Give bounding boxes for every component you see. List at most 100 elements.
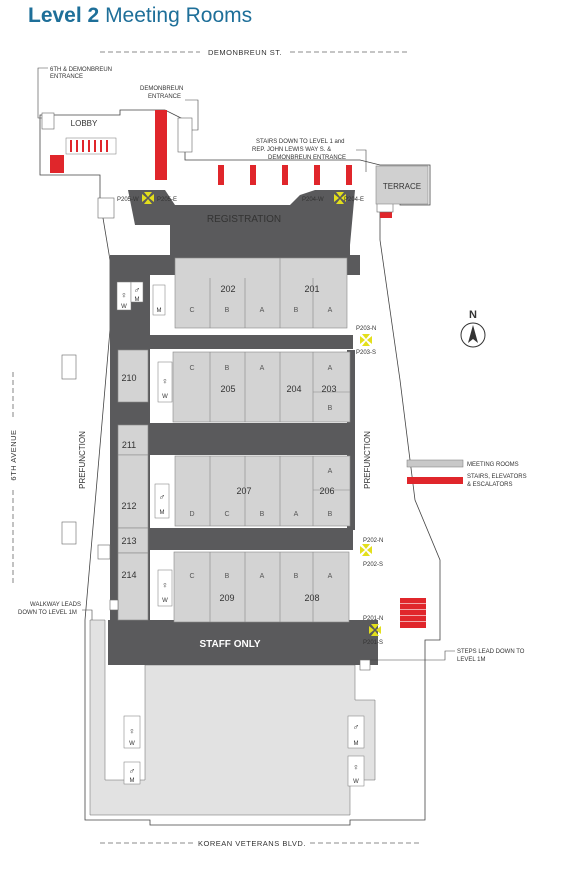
section-c: C bbox=[189, 307, 194, 314]
woman-icon: ♀ bbox=[353, 762, 360, 772]
room-206: 206 bbox=[319, 486, 334, 496]
section-a: A bbox=[260, 365, 265, 372]
door-p205w: P205-W bbox=[117, 197, 139, 203]
steps-line1: STEPS LEAD DOWN TO bbox=[457, 649, 525, 655]
section-c: C bbox=[224, 511, 229, 518]
restroom-w: W bbox=[129, 741, 135, 747]
north-label: N bbox=[469, 309, 477, 321]
door-p204e: P204-E bbox=[344, 197, 364, 203]
stairs-elevators bbox=[50, 110, 426, 628]
door-labels: P205-W P205-E P204-W P204-E P203-N P203-… bbox=[117, 197, 383, 646]
prefunction-west: PREFUNCTION bbox=[78, 431, 87, 489]
restroom-w: W bbox=[162, 394, 168, 400]
staff-only-label: STAFF ONLY bbox=[199, 639, 260, 650]
compass-icon bbox=[468, 325, 478, 343]
section-a: A bbox=[294, 511, 299, 518]
walkway-line2: DOWN TO LEVEL 1M bbox=[18, 610, 77, 616]
door-p205e: P205-E bbox=[157, 197, 177, 203]
street-south: KOREAN VETERANS BLVD. bbox=[198, 839, 306, 848]
section-b: B bbox=[225, 307, 230, 314]
entrance-6th-line2: ENTRANCE bbox=[50, 74, 83, 80]
legend-meeting-rooms: MEETING ROOMS bbox=[467, 462, 519, 468]
section-a: A bbox=[328, 307, 333, 314]
restroom-m: M bbox=[354, 741, 359, 747]
restroom-m: M bbox=[130, 778, 135, 784]
woman-icon: ♀ bbox=[162, 376, 169, 386]
street-lines bbox=[12, 51, 420, 844]
room-210: 210 bbox=[121, 373, 136, 383]
meeting-rooms bbox=[117, 257, 351, 623]
legend-stairs-line1: STAIRS, ELEVATORS bbox=[467, 474, 527, 480]
restroom-w: W bbox=[353, 779, 359, 785]
north-arrow: N bbox=[460, 309, 486, 348]
room-212: 212 bbox=[121, 501, 136, 511]
entrance-dem-line2: ENTRANCE bbox=[148, 94, 181, 100]
room-214: 214 bbox=[121, 570, 136, 580]
restroom-m: M bbox=[157, 308, 162, 314]
legend-swatch-stairs bbox=[407, 477, 463, 484]
registration-label: REGISTRATION bbox=[207, 214, 281, 225]
section-b: B bbox=[328, 405, 333, 412]
lobby-label: LOBBY bbox=[71, 119, 98, 128]
legend: MEETING ROOMS STAIRS, ELEVATORS & ESCALA… bbox=[406, 459, 527, 488]
man-icon: ♂ bbox=[134, 285, 141, 295]
man-icon: ♂ bbox=[159, 492, 166, 502]
section-c: C bbox=[189, 365, 194, 372]
section-b: B bbox=[225, 365, 230, 372]
door-p201n: P201-N bbox=[363, 616, 383, 622]
section-b: B bbox=[328, 511, 333, 518]
section-a: A bbox=[260, 307, 265, 314]
door-p203s: P203-S bbox=[356, 350, 376, 356]
section-d: D bbox=[189, 511, 194, 518]
restroom-w: W bbox=[121, 304, 127, 310]
entrance-6th-line1: 6TH & DEMONBREUN bbox=[50, 67, 112, 73]
stairs-note-line2: REP. JOHN LEWIS WAY S. & bbox=[252, 147, 331, 153]
section-c: C bbox=[189, 573, 194, 580]
door-p201s: P201-S bbox=[363, 640, 383, 646]
legend-stairs-line2: & ESCALATORS bbox=[467, 482, 512, 488]
section-b: B bbox=[225, 573, 230, 580]
terrace-label: TERRACE bbox=[383, 182, 421, 191]
section-a: A bbox=[328, 468, 333, 475]
page-title: Level 2 Meeting Rooms bbox=[28, 4, 252, 28]
room-211: 211 bbox=[122, 440, 136, 450]
annotations: 6TH & DEMONBREUN ENTRANCE DEMONBREUN ENT… bbox=[18, 67, 525, 663]
room-208: 208 bbox=[304, 593, 319, 603]
man-icon: ♂ bbox=[353, 722, 360, 732]
woman-icon: ♀ bbox=[162, 580, 169, 590]
man-icon: ♂ bbox=[129, 766, 136, 776]
entrance-dem-line1: DEMONBREUN bbox=[140, 86, 183, 92]
section-b: B bbox=[294, 573, 299, 580]
restrooms: ♀ W ♂ M M ♀ W ♂ M ♀ W ♀ W ♂ M ♂ M ♀ W bbox=[116, 281, 365, 787]
door-markers bbox=[142, 192, 381, 636]
section-labels: C B A B A C B A A B A D C B A B C B A B … bbox=[189, 307, 332, 580]
room-labels: 202 201 205 204 203 207 206 209 208 210 … bbox=[121, 284, 336, 603]
door-p204w: P204-W bbox=[302, 197, 324, 203]
door-p202s: P202-S bbox=[363, 562, 383, 568]
walkway-line1: WALKWAY LEADS bbox=[30, 602, 81, 608]
section-a: A bbox=[328, 573, 333, 580]
room-202: 202 bbox=[220, 284, 235, 294]
door-p202n: P202-N bbox=[363, 538, 383, 544]
prefunction-east: PREFUNCTION bbox=[363, 431, 372, 489]
title-rest: Meeting Rooms bbox=[105, 4, 253, 27]
section-b: B bbox=[260, 511, 265, 518]
section-a: A bbox=[328, 365, 333, 372]
section-a: A bbox=[260, 573, 265, 580]
room-204: 204 bbox=[286, 384, 301, 394]
steps-line2: LEVEL 1M bbox=[457, 657, 485, 663]
door-p203n: P203-N bbox=[356, 326, 376, 332]
room-207: 207 bbox=[236, 486, 251, 496]
restroom-w: W bbox=[162, 598, 168, 604]
street-north: DEMONBREUN ST. bbox=[208, 48, 282, 57]
stairs-note-line3: DEMONBREUN ENTRANCE bbox=[268, 155, 346, 161]
terrace bbox=[375, 165, 429, 205]
lower-corridor bbox=[89, 619, 376, 816]
room-205: 205 bbox=[220, 384, 235, 394]
street-west: 6TH AVENUE bbox=[9, 429, 18, 480]
stairs-note-line1: STAIRS DOWN TO LEVEL 1 and bbox=[256, 139, 344, 145]
room-209: 209 bbox=[219, 593, 234, 603]
restroom-m: M bbox=[160, 510, 165, 516]
room-213: 213 bbox=[121, 536, 136, 546]
woman-icon: ♀ bbox=[129, 726, 136, 736]
